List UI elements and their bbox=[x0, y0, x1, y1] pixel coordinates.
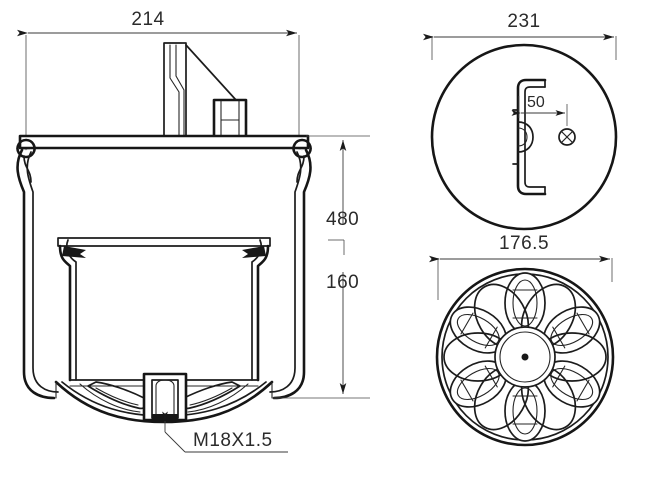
dimension-diameter-231: 231 bbox=[423, 11, 617, 60]
bellows-wall-right bbox=[269, 148, 312, 400]
dimension-label-176-5: 176.5 bbox=[499, 233, 549, 254]
dimension-height-480-160: 480 160 bbox=[272, 135, 370, 399]
top-view-group: 231 50 bbox=[423, 11, 618, 231]
dimension-label-480: 480 bbox=[326, 209, 359, 230]
piston-rosette-pattern bbox=[443, 272, 607, 442]
dimension-diameter-1765: 176.5 bbox=[429, 233, 613, 300]
crossed-circle-symbol bbox=[558, 128, 576, 146]
dimension-label-231: 231 bbox=[507, 11, 540, 32]
bottom-view-group: 176.5 bbox=[429, 233, 615, 447]
annotation-thread-m18: M18X1.5 bbox=[162, 411, 288, 453]
rosette-petal bbox=[504, 380, 546, 442]
piston-center-hole bbox=[521, 353, 529, 361]
top-plate-outer-circle bbox=[430, 43, 618, 231]
front-view-group: 214 bbox=[16, 9, 370, 453]
center-threaded-stud bbox=[142, 372, 188, 422]
dimension-label-214: 214 bbox=[131, 9, 164, 30]
rosette-petal bbox=[504, 272, 546, 334]
thread-label: M18X1.5 bbox=[193, 430, 273, 451]
c-channel-bracket bbox=[512, 78, 547, 196]
bellows-top-plate bbox=[18, 134, 310, 150]
top-mounting-bracket bbox=[163, 42, 248, 146]
dimension-label-160: 160 bbox=[326, 272, 359, 293]
dimension-label-50: 50 bbox=[527, 94, 545, 111]
bellows-wall-left bbox=[16, 148, 59, 400]
dimension-width-214: 214 bbox=[17, 9, 300, 150]
piston-hub-inner bbox=[499, 331, 551, 383]
piston-can bbox=[57, 237, 271, 387]
dimension-offset-50: 50 bbox=[511, 94, 568, 126]
